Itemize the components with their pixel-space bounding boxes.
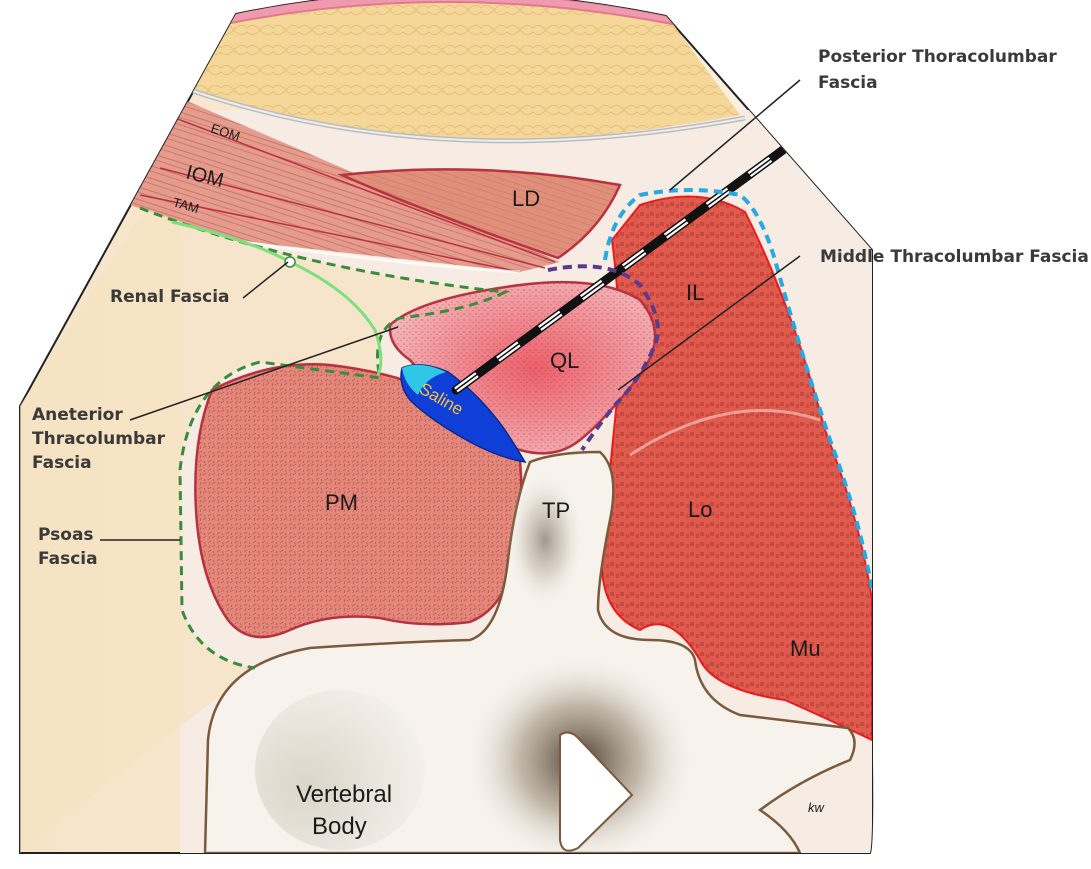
label-mu: Mu <box>790 636 821 661</box>
label-lo: Lo <box>688 497 712 522</box>
callout-psoas-fascia-line1: Psoas <box>38 525 94 545</box>
callout-middle-tlf: Middle Thracolumbar Fascia <box>820 247 1089 267</box>
callout-posterior-tlf-line1: Posterior Thoracolumbar <box>818 47 1057 67</box>
callout-anterior-tlf-line3: Fascia <box>32 453 92 473</box>
callout-psoas-fascia-line2: Fascia <box>38 549 98 569</box>
renal-fascia-marker <box>285 257 295 267</box>
artist-signature: kw <box>808 800 826 815</box>
label-ql: QL <box>550 348 579 373</box>
label-il: IL <box>686 280 704 305</box>
callout-renal-fascia: Renal Fascia <box>110 287 230 307</box>
label-vertebral-body-line2: Body <box>312 813 367 840</box>
label-pm: PM <box>325 490 358 515</box>
label-vertebral-body-line1: Vertebral <box>296 781 392 808</box>
label-ld: LD <box>512 186 540 211</box>
callout-anterior-tlf-line2: Thracolumbar <box>32 429 166 449</box>
callout-posterior-tlf-line2: Fascia <box>818 73 878 93</box>
callout-anterior-tlf-line1: Aneterior <box>32 405 123 425</box>
label-tp: TP <box>542 498 570 523</box>
